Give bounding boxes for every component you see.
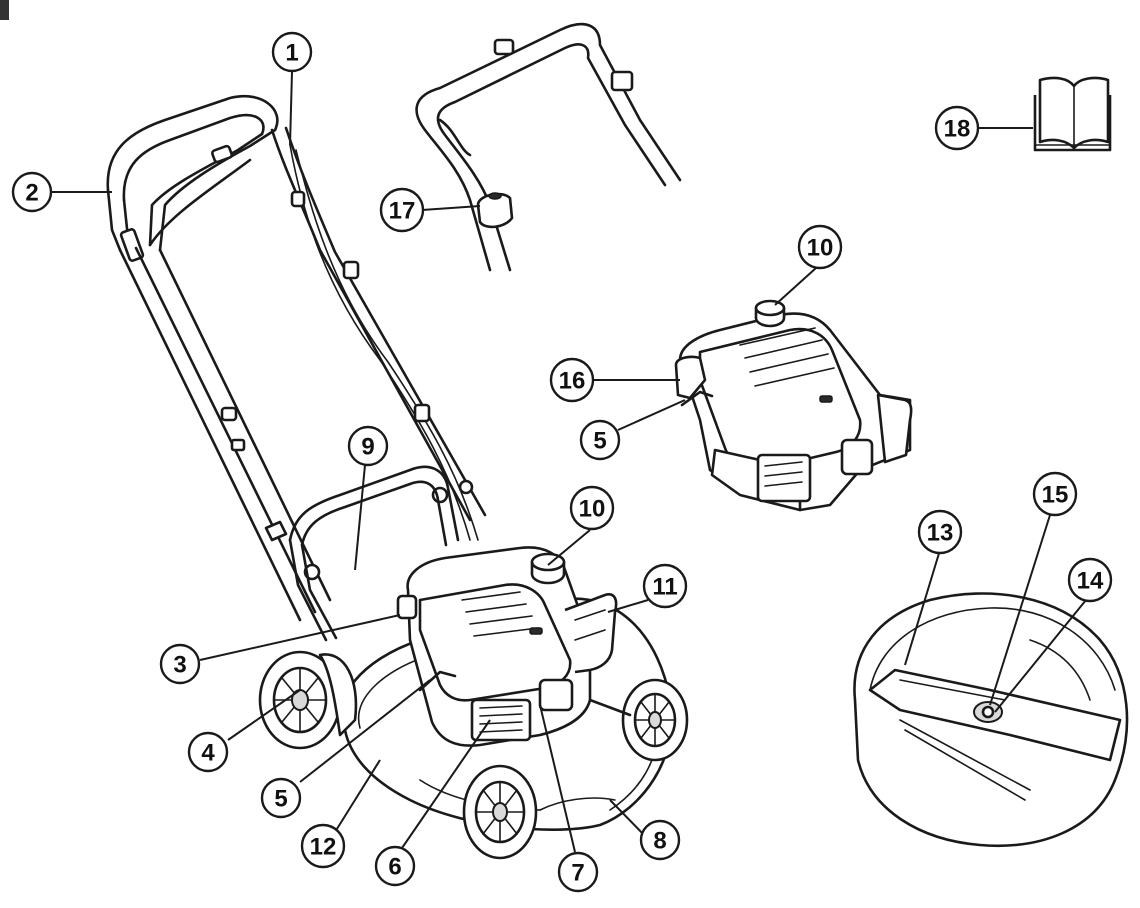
callout-4: 4 [187,731,229,773]
svg-text:16: 16 [559,368,586,395]
front-wheel-right [621,678,689,762]
callout-10: 10 [569,485,615,531]
front-wheel-left [462,764,538,860]
leader-lines [52,71,1087,853]
callout-10-engine: 10 [797,224,843,270]
svg-text:7: 7 [571,860,584,887]
callout-3: 3 [159,643,201,685]
callout-5: 5 [260,777,302,819]
callout-17: 17 [379,187,425,233]
svg-text:15: 15 [1042,482,1069,509]
callout-5-engine: 5 [579,419,621,461]
blade-detail-illustration [853,592,1129,847]
svg-text:12: 12 [310,834,337,861]
svg-text:8: 8 [653,828,666,855]
svg-text:14: 14 [1077,568,1104,595]
svg-text:18: 18 [944,116,971,143]
svg-text:10: 10 [579,496,606,523]
svg-text:6: 6 [388,854,401,881]
handle-detail-illustration [415,22,682,272]
callout-16: 16 [549,357,595,403]
svg-text:13: 13 [927,520,954,547]
manual-book-icon [1033,76,1112,152]
front-axle [588,698,632,717]
svg-text:5: 5 [274,786,287,813]
callout-8: 8 [639,819,681,861]
callout-11: 11 [642,563,688,609]
svg-text:17: 17 [389,198,416,225]
callout-6: 6 [374,845,416,887]
rear-wheel-left [258,650,358,750]
callout-12: 12 [300,823,346,869]
main-mower-illustration [106,95,689,860]
callout-9: 9 [347,425,389,467]
svg-text:4: 4 [201,740,215,767]
handle-tubes [118,126,487,622]
svg-text:5: 5 [593,428,606,455]
upper-handle [106,95,279,262]
main-engine [396,546,618,747]
svg-text:10: 10 [807,235,834,262]
svg-text:2: 2 [25,180,38,207]
svg-text:9: 9 [361,434,374,461]
callout-2: 2 [11,171,53,213]
svg-text:3: 3 [173,652,186,679]
callout-14: 14 [1067,557,1113,603]
svg-text:1: 1 [285,40,298,67]
grass-catcher-frame [288,465,460,642]
corner-mark [0,0,9,20]
callout-7: 7 [557,851,599,893]
svg-text:11: 11 [652,574,677,601]
callout-18: 18 [934,105,980,151]
callout-1: 1 [271,31,313,73]
engine-detail-illustration [674,299,913,512]
callout-13: 13 [917,509,963,555]
callout-15: 15 [1032,471,1078,517]
